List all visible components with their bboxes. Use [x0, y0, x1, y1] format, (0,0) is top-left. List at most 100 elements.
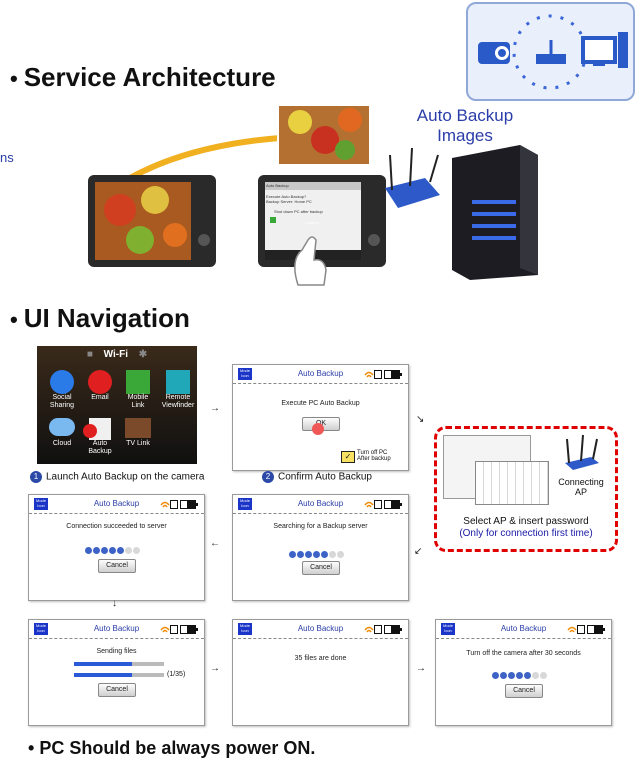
step-number-2: 2	[262, 471, 274, 483]
arrow-diagonal-icon: ↙	[414, 546, 423, 557]
status-message: Sending files	[96, 648, 137, 655]
app-cloud[interactable]: Cloud	[45, 418, 79, 448]
architecture-illustration	[88, 104, 538, 286]
settings-icon: ✱	[138, 349, 148, 360]
screen-title: Auto Backup	[500, 624, 547, 633]
wifi-icon	[364, 622, 374, 633]
app-tv-link[interactable]: TV Link	[121, 418, 155, 448]
network-devices-icon	[466, 2, 635, 101]
screen-title: Auto Backup	[297, 369, 344, 378]
wifi-icon	[364, 367, 374, 378]
progress-dots	[85, 541, 141, 554]
progress-fill	[74, 662, 132, 666]
camera-screen-confirm[interactable]: Confirm	[304, 220, 319, 225]
arrow-diagonal-icon: ↘	[416, 414, 425, 425]
edge-text-fragment: ns	[0, 150, 14, 165]
screen-header: Mode Icon Auto Backup	[233, 620, 408, 639]
screen-title: Auto Backup	[93, 624, 140, 633]
overall-progress-bar	[74, 662, 164, 666]
memory-card-icon	[374, 500, 382, 509]
arrow-right-icon: →	[210, 403, 220, 414]
battery-icon	[180, 625, 198, 634]
screen-header: Mode Icon Auto Backup	[233, 495, 408, 514]
connected-screen: Mode Icon Auto Backup Connection succeed…	[28, 494, 205, 601]
arrow-left-icon: ←	[210, 538, 220, 549]
battery-icon	[384, 370, 402, 379]
camera-screen-question: Execute Auto Backup?	[266, 194, 307, 199]
memory-card-icon	[577, 625, 585, 634]
pc-power-note: • PC Should be always power ON.	[28, 738, 316, 758]
app-label: Social Sharing	[49, 394, 75, 409]
mode-icon: Mode Icon	[441, 623, 455, 635]
turnoff-screen: Mode Icon Auto Backup Turn off the camer…	[435, 619, 612, 726]
auto-backup-images-label: Auto Backup Images	[416, 106, 514, 145]
app-label: Mobile Link	[127, 394, 149, 409]
mode-icon: Mode Icon	[238, 498, 252, 510]
service-architecture-heading: •Service Architecture	[10, 62, 276, 92]
app-label: Auto Backup	[88, 440, 112, 455]
screen-header: Mode Icon Auto Backup	[436, 620, 611, 639]
searching-screen: Mode Icon Auto Backup Searching for a Ba…	[232, 494, 409, 601]
done-screen: Mode Icon Auto Backup 35 files are done	[232, 619, 409, 726]
memory-card-icon	[170, 625, 178, 634]
mode-icon: Mode Icon	[34, 623, 48, 635]
globe-icon	[50, 370, 74, 394]
camera-screen-title: Auto Backup	[266, 183, 289, 188]
keyboard-screen	[475, 461, 549, 505]
app-social-sharing[interactable]: Social Sharing	[45, 370, 79, 410]
mode-icon: Mode Icon	[34, 498, 48, 510]
app-remote-viewfinder[interactable]: Remote Viewfinder	[159, 370, 197, 410]
progress-fill	[74, 673, 132, 677]
app-mobile-link[interactable]: Mobile Link	[121, 370, 155, 410]
status-message: Turn off the camera after 30 seconds	[466, 650, 581, 657]
email-icon	[88, 370, 112, 394]
wifi-label: Wi-Fi	[103, 349, 128, 360]
cancel-button[interactable]: Cancel	[302, 561, 340, 575]
arrow-right-icon: →	[210, 663, 220, 674]
app-label: TV Link	[126, 440, 150, 447]
progress-dots	[289, 545, 345, 558]
battery-icon	[384, 625, 402, 634]
status-message: Connection succeeded to server	[66, 523, 167, 530]
camera-screen-checkbox: Shut down PC after backup	[274, 209, 323, 214]
devices-diagram-icon	[478, 14, 628, 90]
memory-card-icon	[170, 500, 178, 509]
ui-navigation-heading: •UI Navigation	[10, 303, 190, 333]
memory-card-icon	[374, 625, 382, 634]
app-label: Remote Viewfinder	[161, 394, 195, 409]
app-email[interactable]: Email	[83, 370, 117, 402]
wifi-icon	[160, 497, 170, 508]
file-progress-bar	[74, 673, 164, 677]
cancel-button[interactable]: Cancel	[98, 683, 136, 697]
camera-mode-icon: ■	[86, 349, 93, 360]
memory-card-icon	[374, 370, 382, 379]
tv-link-icon	[125, 418, 151, 438]
cancel-button[interactable]: Cancel	[505, 684, 543, 698]
remote-viewfinder-icon	[166, 370, 190, 394]
wifi-menu-screen: ■ Wi-Fi ✱ Social Sharing Email Mobile Li…	[37, 346, 197, 464]
confirm-message: Execute PC Auto Backup	[281, 400, 360, 407]
screen-title: Auto Backup	[297, 499, 344, 508]
step-number-1: 1	[30, 471, 42, 483]
router-icon	[565, 434, 599, 470]
tap-indicator-icon	[312, 423, 324, 435]
cancel-button[interactable]: Cancel	[98, 559, 136, 573]
cloud-icon	[49, 418, 75, 436]
wifi-icon	[567, 622, 577, 633]
battery-icon	[587, 625, 605, 634]
wifi-menu-bar: ■ Wi-Fi ✱	[37, 349, 197, 363]
turnoff-checkbox[interactable]: ✓	[341, 451, 355, 463]
auto-backup-icon	[83, 418, 111, 440]
mode-icon: Mode Icon	[238, 368, 252, 380]
mode-icon: Mode Icon	[238, 623, 252, 635]
screen-title: Auto Backup	[93, 499, 140, 508]
screen-header: Mode Icon Auto Backup	[29, 620, 204, 639]
progress-dots	[492, 666, 548, 679]
app-auto-backup[interactable]: Auto Backup	[83, 418, 117, 456]
ap-caption: Select AP & insert password (Only for co…	[459, 516, 593, 539]
